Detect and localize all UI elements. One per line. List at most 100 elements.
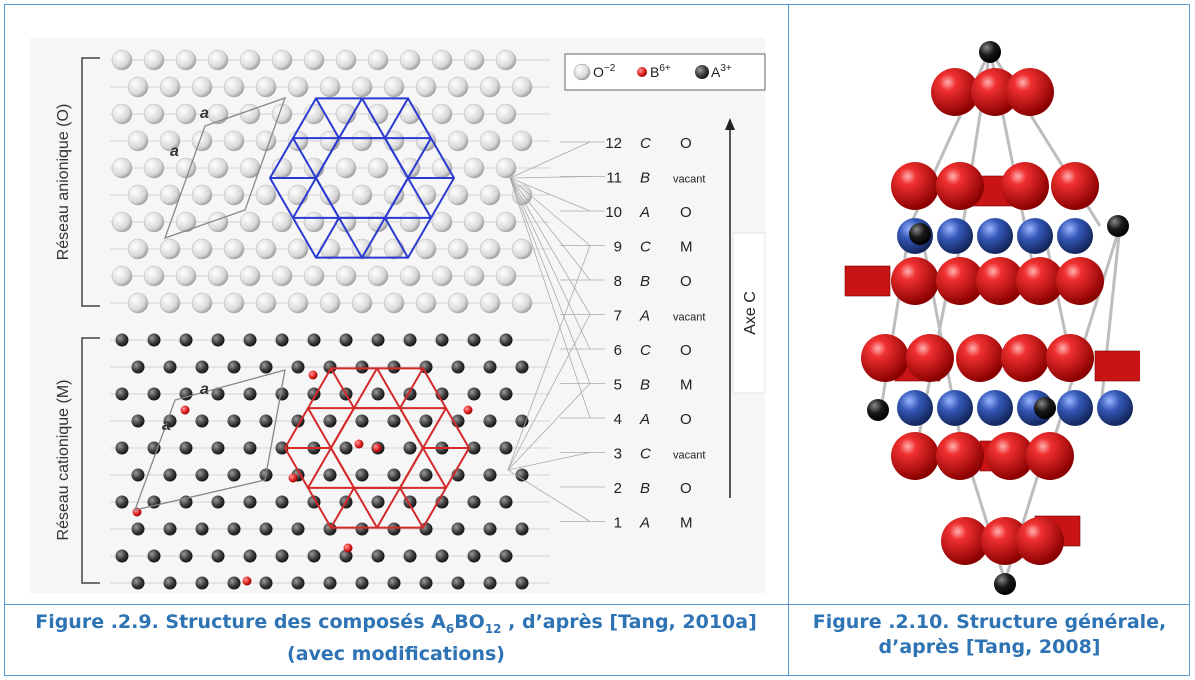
a-cation-sphere xyxy=(227,414,241,428)
blue-atom xyxy=(1057,218,1093,254)
oxygen-sphere xyxy=(239,103,261,125)
layer-occupancy: O xyxy=(680,342,692,359)
oxygen-sphere xyxy=(367,157,389,179)
oxygen-sphere xyxy=(287,292,309,314)
a-cation-sphere xyxy=(211,387,225,401)
red-polyhedron xyxy=(1094,350,1140,382)
c-axis-label-box xyxy=(732,232,766,394)
a-cation-sphere xyxy=(131,360,145,374)
a-cation-sphere xyxy=(435,549,449,563)
oxygen-sphere xyxy=(143,157,165,179)
b-cation-sphere xyxy=(288,473,298,483)
fan-line-top xyxy=(509,177,591,281)
oxygen-sphere xyxy=(255,238,277,260)
a-cation-sphere xyxy=(403,333,417,347)
oxygen-sphere xyxy=(447,76,469,98)
fan-line-bottom xyxy=(507,383,591,471)
oxygen-sphere xyxy=(351,292,373,314)
a-cation-sphere xyxy=(259,414,273,428)
oxygen-sphere xyxy=(255,130,277,152)
red-atom xyxy=(936,257,984,305)
layer-position: B xyxy=(640,273,650,290)
red-atom xyxy=(891,257,939,305)
a-cation-sphere xyxy=(387,468,401,482)
a-cation-sphere xyxy=(259,576,273,590)
a-cation-sphere xyxy=(307,549,321,563)
red-atom xyxy=(891,162,939,210)
a-cation-sphere xyxy=(195,576,209,590)
hexagon-motif-blue xyxy=(268,97,456,259)
blue-atom xyxy=(937,390,973,426)
a-cation-sphere xyxy=(291,522,305,536)
layer-occupancy: vacant xyxy=(673,450,705,462)
a-cation-sphere xyxy=(115,387,129,401)
a-cation-sphere xyxy=(147,549,161,563)
a-cation-sphere xyxy=(195,360,209,374)
a-cation-sphere xyxy=(371,333,385,347)
oxygen-sphere xyxy=(351,130,373,152)
oxygen-sphere xyxy=(191,184,213,206)
oxygen-sphere xyxy=(447,184,469,206)
legend-box xyxy=(564,53,766,91)
bond-stick xyxy=(1098,225,1122,417)
red-atom xyxy=(861,334,909,382)
oxygen-sphere xyxy=(271,211,293,233)
stacking-connector-lines xyxy=(507,141,605,522)
oxygen-sphere xyxy=(271,49,293,71)
layer-position: C xyxy=(640,446,651,463)
oxygen-sphere xyxy=(255,76,277,98)
layer-position: A xyxy=(639,411,650,428)
a-cation-sphere xyxy=(339,441,353,455)
oxygen-sphere xyxy=(239,211,261,233)
blue-hex-spoke xyxy=(384,217,409,259)
a-cation-sphere xyxy=(387,576,401,590)
b-cation-sphere xyxy=(242,576,252,586)
a-cation-sphere xyxy=(483,360,497,374)
layer-occupancy: O xyxy=(680,411,692,428)
a-cation-sphere xyxy=(163,576,177,590)
a-cation-sphere xyxy=(467,441,481,455)
oxygen-sphere xyxy=(431,49,453,71)
oxygen-sphere xyxy=(191,238,213,260)
layer-number: 1 xyxy=(614,515,622,532)
oxygen-sphere xyxy=(399,265,421,287)
oxygen-sphere xyxy=(239,265,261,287)
oxygen-sphere xyxy=(175,265,197,287)
red-atom xyxy=(956,334,1004,382)
oxygen-sphere xyxy=(415,76,437,98)
fan-line-top xyxy=(509,177,591,212)
figure-2-10-caption: Figure .2.10. Structure générale, d’aprè… xyxy=(789,610,1190,660)
a-cation-sphere xyxy=(339,333,353,347)
red-atom xyxy=(1051,162,1099,210)
oxygen-sphere xyxy=(463,49,485,71)
layer-occupancy: vacant xyxy=(673,312,705,324)
a-cation-sphere xyxy=(147,441,161,455)
layer-number: 8 xyxy=(614,273,622,290)
oxygen-sphere xyxy=(415,184,437,206)
a-cation-sphere xyxy=(195,468,209,482)
oxygen-sphere xyxy=(223,130,245,152)
oxygen-sphere xyxy=(511,130,533,152)
figure-2-9-structure: Réseau anionique (O) Réseau cationique (… xyxy=(30,38,766,593)
oxygen-sphere xyxy=(159,130,181,152)
red-polyhedron xyxy=(844,265,891,297)
oxygen-sphere xyxy=(415,292,437,314)
layer-number: 11 xyxy=(606,170,622,187)
layer-occupancy: vacant xyxy=(673,174,705,186)
a-cation-sphere xyxy=(147,333,161,347)
oxygen-sphere xyxy=(511,292,533,314)
black-atom xyxy=(979,41,1001,63)
blue-atom xyxy=(937,218,973,254)
a-cation-sphere xyxy=(323,576,337,590)
oxygen-sphere xyxy=(111,265,133,287)
a-cation-sphere xyxy=(195,414,209,428)
oxygen-sphere xyxy=(255,184,277,206)
oxygen-sphere xyxy=(127,292,149,314)
lattice-param-a-bot1: a xyxy=(200,381,209,398)
oxygen-sphere xyxy=(431,265,453,287)
a-cation-sphere xyxy=(499,549,513,563)
red-atom xyxy=(1026,432,1074,480)
a-cation-sphere xyxy=(451,522,465,536)
oxygen-sphere xyxy=(319,238,341,260)
oxygen-sphere xyxy=(463,157,485,179)
